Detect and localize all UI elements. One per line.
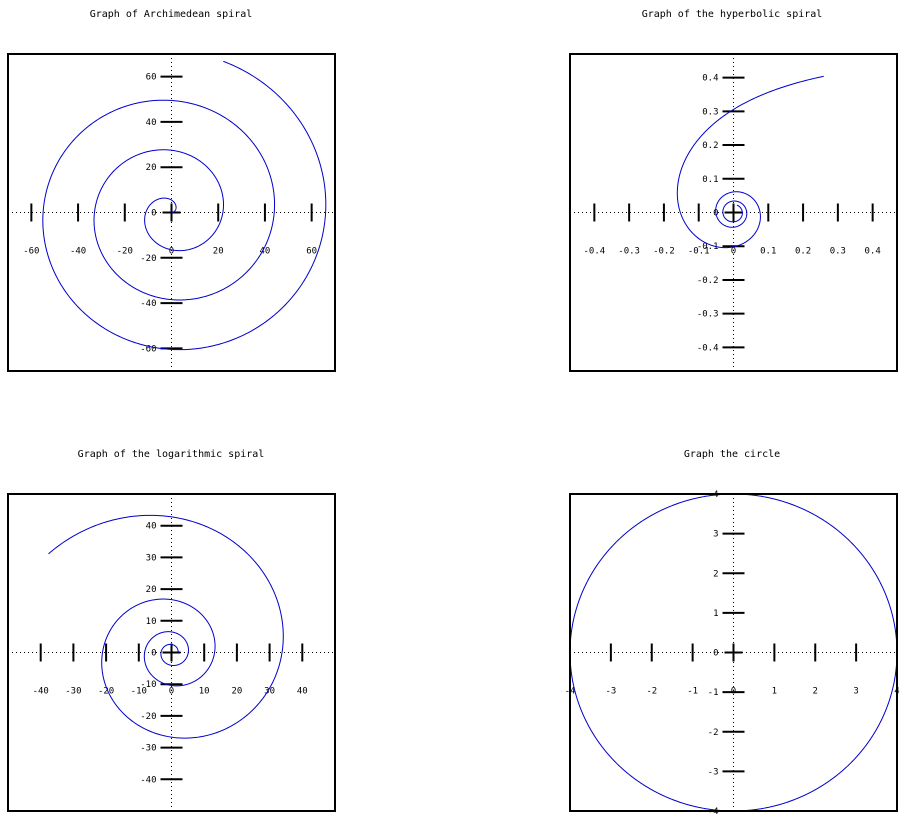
y-tick-label: -0.4 bbox=[697, 343, 719, 353]
x-tick-label: -0.4 bbox=[584, 247, 606, 257]
x-tick-label: 0.3 bbox=[830, 247, 846, 257]
y-tick-label: 0 bbox=[713, 649, 718, 659]
y-tick-label: -2 bbox=[708, 728, 719, 738]
plot-frame bbox=[7, 53, 336, 372]
x-tick-label: 0.2 bbox=[795, 247, 811, 257]
x-tick-label: -30 bbox=[65, 687, 81, 697]
x-tick-label: -3 bbox=[605, 687, 616, 697]
plot-frame bbox=[569, 53, 898, 372]
chart-title: Graph the circle bbox=[684, 449, 780, 460]
curve-series bbox=[48, 514, 284, 739]
x-tick-label: -20 bbox=[98, 687, 114, 697]
x-tick-label: 0.1 bbox=[760, 247, 776, 257]
x-tick-label: 40 bbox=[260, 247, 271, 257]
y-tick-label: 30 bbox=[146, 553, 157, 563]
x-tick-label: 20 bbox=[231, 687, 242, 697]
curve-series bbox=[676, 75, 824, 249]
x-tick-label: -60 bbox=[23, 247, 39, 257]
x-tick-label: -10 bbox=[131, 687, 147, 697]
y-tick-label: 20 bbox=[146, 585, 157, 595]
x-tick-label: 10 bbox=[199, 687, 210, 697]
hyperbolic-spiral-chart: Graph of the hyperbolic spiral -0.4 -0.3 -0… bbox=[569, 9, 898, 372]
plot-frame bbox=[7, 493, 336, 812]
y-tick-label: 20 bbox=[146, 163, 157, 173]
x-tick-label: -40 bbox=[70, 247, 86, 257]
y-tick-label: -0.3 bbox=[697, 310, 719, 320]
y-tick-label: 40 bbox=[146, 118, 157, 128]
y-tick-label: 0.1 bbox=[702, 175, 718, 185]
x-tick-label: 40 bbox=[297, 687, 308, 697]
archimedean-spiral-chart: Graph of Archimedean spiral -60 -40 -20 0 20 4… bbox=[7, 9, 336, 372]
x-tick-label: 0 bbox=[169, 247, 174, 257]
y-tick-label: -20 bbox=[140, 712, 156, 722]
x-tick-label: -0.3 bbox=[618, 247, 640, 257]
chart-title: Graph of Archimedean spiral bbox=[90, 9, 253, 20]
y-tick-label: -10 bbox=[140, 680, 156, 690]
y-tick-label: 1 bbox=[713, 609, 718, 619]
y-tick-label: 0 bbox=[151, 209, 156, 219]
y-tick-label: -0.1 bbox=[697, 242, 719, 252]
x-tick-label: 30 bbox=[264, 687, 275, 697]
chart-title: Graph of the hyperbolic spiral bbox=[642, 9, 823, 20]
y-tick-label: 40 bbox=[146, 522, 157, 532]
plot-frame bbox=[569, 493, 898, 812]
y-tick-label: 0 bbox=[151, 649, 156, 659]
x-tick-label: -20 bbox=[117, 247, 133, 257]
x-tick-label: 0 bbox=[731, 247, 736, 257]
y-tick-label: -20 bbox=[140, 254, 156, 264]
chart-title: Graph of the logarithmic spiral bbox=[78, 449, 265, 460]
x-tick-label: 2 bbox=[813, 687, 818, 697]
curve-series bbox=[42, 60, 327, 351]
y-tick-label: -3 bbox=[708, 767, 719, 777]
curve-series bbox=[570, 494, 897, 811]
x-tick-label: -0.2 bbox=[653, 247, 675, 257]
x-tick-label: 60 bbox=[306, 247, 317, 257]
x-tick-label: 1 bbox=[772, 687, 777, 697]
y-tick-label: -60 bbox=[140, 344, 156, 354]
y-tick-label: 2 bbox=[713, 569, 718, 579]
x-tick-label: 0 bbox=[169, 687, 174, 697]
x-tick-label: -0.1 bbox=[688, 247, 710, 257]
x-tick-label: -1 bbox=[687, 687, 698, 697]
x-tick-label: 3 bbox=[853, 687, 858, 697]
x-tick-label: -2 bbox=[646, 687, 657, 697]
y-tick-label: 0.3 bbox=[702, 107, 718, 117]
y-tick-label: -40 bbox=[140, 299, 156, 309]
x-tick-label: -40 bbox=[33, 687, 49, 697]
y-tick-label: -0.2 bbox=[697, 276, 719, 286]
logarithmic-spiral-chart: Graph of the logarithmic spiral -40 -30 -20… bbox=[7, 449, 336, 812]
y-tick-label: -1 bbox=[708, 688, 719, 698]
y-tick-label: 3 bbox=[713, 530, 718, 540]
y-tick-label: -30 bbox=[140, 744, 156, 754]
circle-chart: Graph the circle-4-3-2-101234-4-3-2-1012… bbox=[565, 449, 900, 817]
y-tick-label: 10 bbox=[146, 617, 157, 627]
x-tick-label: 0.4 bbox=[865, 247, 881, 257]
y-tick-label: 60 bbox=[146, 73, 157, 83]
y-tick-label: 0.2 bbox=[702, 141, 718, 151]
y-tick-label: 0.4 bbox=[702, 74, 718, 84]
x-tick-label: 20 bbox=[213, 247, 224, 257]
y-tick-label: -40 bbox=[140, 775, 156, 785]
